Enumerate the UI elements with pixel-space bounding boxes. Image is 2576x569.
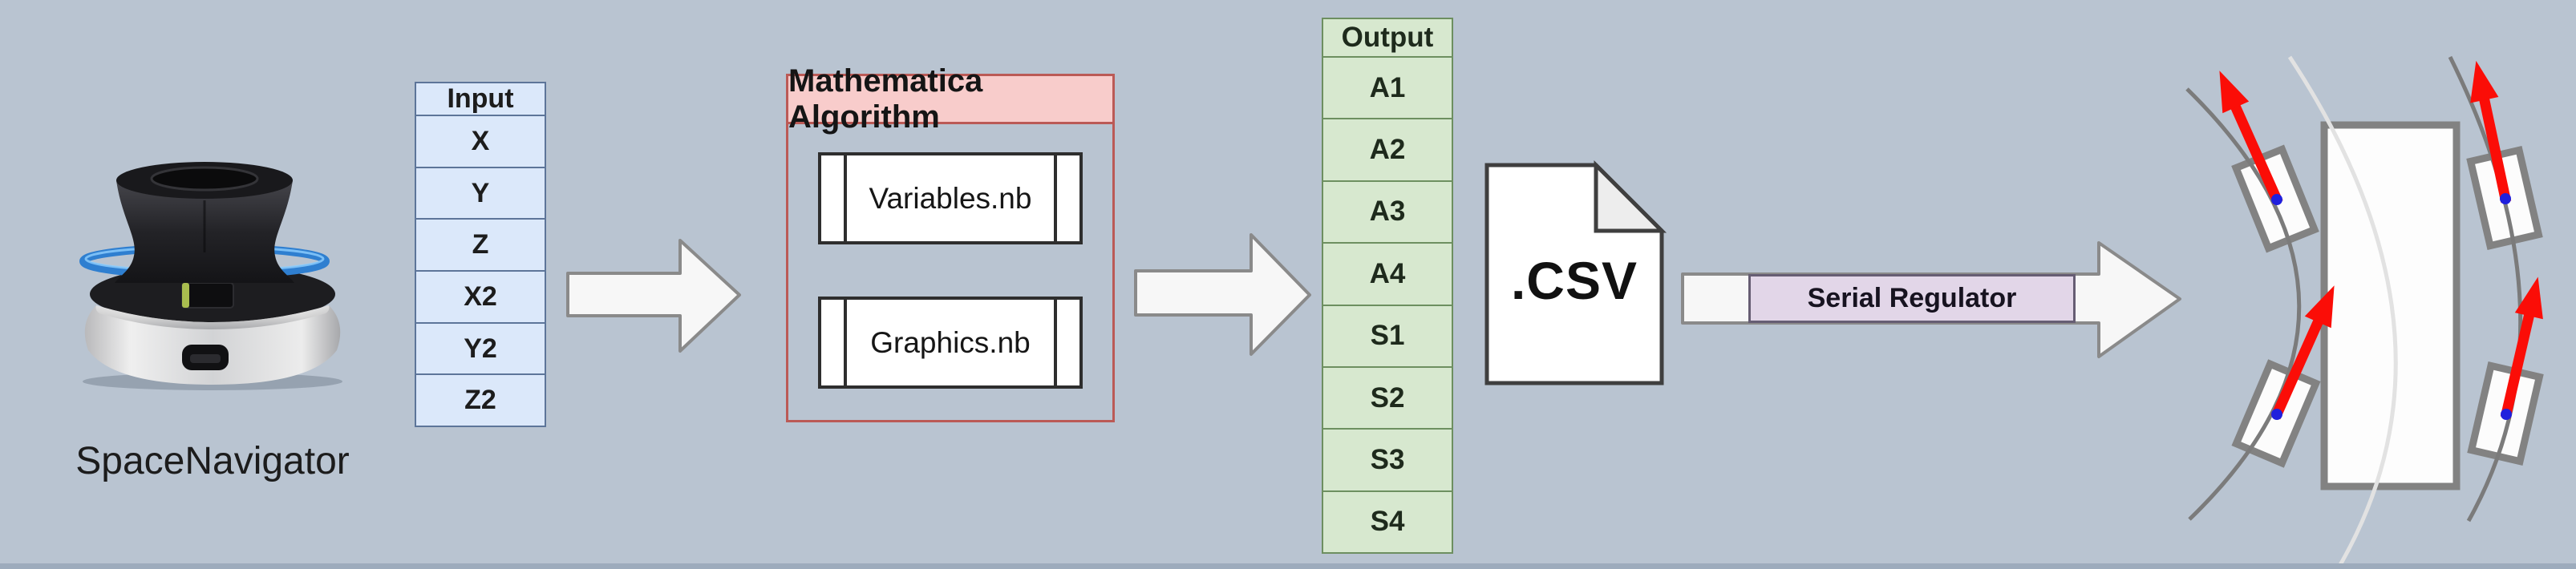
notebook-graphics-label: Graphics.nb — [870, 325, 1031, 359]
input-row-x2: X2 — [416, 270, 545, 322]
device-sensor-window — [181, 282, 234, 309]
trajectory-arc-center — [2287, 55, 2398, 569]
csv-file-icon — [1484, 159, 1667, 385]
wheel-pivot-dot-rear-left — [2271, 409, 2282, 420]
bottom-window-edge — [0, 563, 2576, 569]
wheel-pivot-dot-front-right — [2500, 193, 2511, 204]
input-table-header: Input — [416, 83, 545, 115]
notebook-graphics: Graphics.nb — [818, 297, 1083, 389]
device-base-highlight — [95, 305, 330, 329]
input-table: Input X Y Z X2 Y2 Z2 — [415, 82, 546, 427]
output-row-s1: S1 — [1323, 304, 1452, 366]
output-row-a4: A4 — [1323, 242, 1452, 305]
vehicle-body — [2320, 121, 2461, 490]
velocity-arrow-rear-left — [2270, 285, 2335, 420]
process-sidebar-line — [1054, 300, 1057, 385]
mathematica-algorithm-box: Mathematica Algorithm Variables.nb Graph… — [786, 63, 1115, 422]
spacenavigator-device-image — [79, 162, 342, 390]
flow-arrow-right-icon-1 — [566, 239, 741, 353]
device-led — [182, 283, 189, 308]
notebook-variables: Variables.nb — [818, 152, 1083, 244]
output-row-a2: A2 — [1323, 118, 1452, 180]
spacenavigator-label: SpaceNavigator — [75, 440, 350, 482]
output-row-s2: S2 — [1323, 365, 1452, 429]
device-usb-slot — [190, 354, 221, 363]
csv-file-label: .CSV — [1510, 251, 1638, 310]
output-row-a1: A1 — [1323, 56, 1452, 119]
velocity-arrow-rear-right — [2500, 276, 2543, 419]
process-sidebar-line — [1054, 155, 1057, 241]
output-row-s3: S3 — [1323, 428, 1452, 490]
velocity-arrow-front-right — [2470, 60, 2512, 204]
mathematica-algorithm-title: Mathematica Algorithm — [788, 63, 1112, 135]
output-row-a3: A3 — [1323, 180, 1452, 243]
input-row-x: X — [416, 115, 545, 167]
flow-arrow-right-icon-2 — [1134, 233, 1311, 356]
input-row-y2: Y2 — [416, 321, 545, 374]
process-sidebar-line — [844, 300, 847, 385]
output-row-s4: S4 — [1323, 490, 1452, 552]
serial-regulator-box: Serial Regulator — [1748, 274, 2076, 323]
input-row-y: Y — [416, 166, 545, 219]
trajectory-arc-left — [2185, 87, 2302, 521]
vehicle-wheel-diagram — [2185, 55, 2544, 569]
notebook-variables-label: Variables.nb — [869, 181, 1032, 215]
output-table: Output A1 A2 A3 A4 S1 S2 S3 S4 — [1322, 18, 1453, 554]
device-knob-opening — [150, 166, 259, 192]
output-table-header: Output — [1323, 19, 1452, 56]
velocity-arrow-front-left — [2219, 71, 2283, 205]
wheel-pivot-dot-rear-right — [2501, 409, 2512, 420]
input-row-z2: Z2 — [416, 373, 545, 426]
serial-regulator-label: Serial Regulator — [1807, 283, 2017, 313]
process-sidebar-line — [844, 155, 847, 241]
wheel-pivot-dot-front-left — [2271, 194, 2282, 205]
input-row-z: Z — [416, 218, 545, 271]
